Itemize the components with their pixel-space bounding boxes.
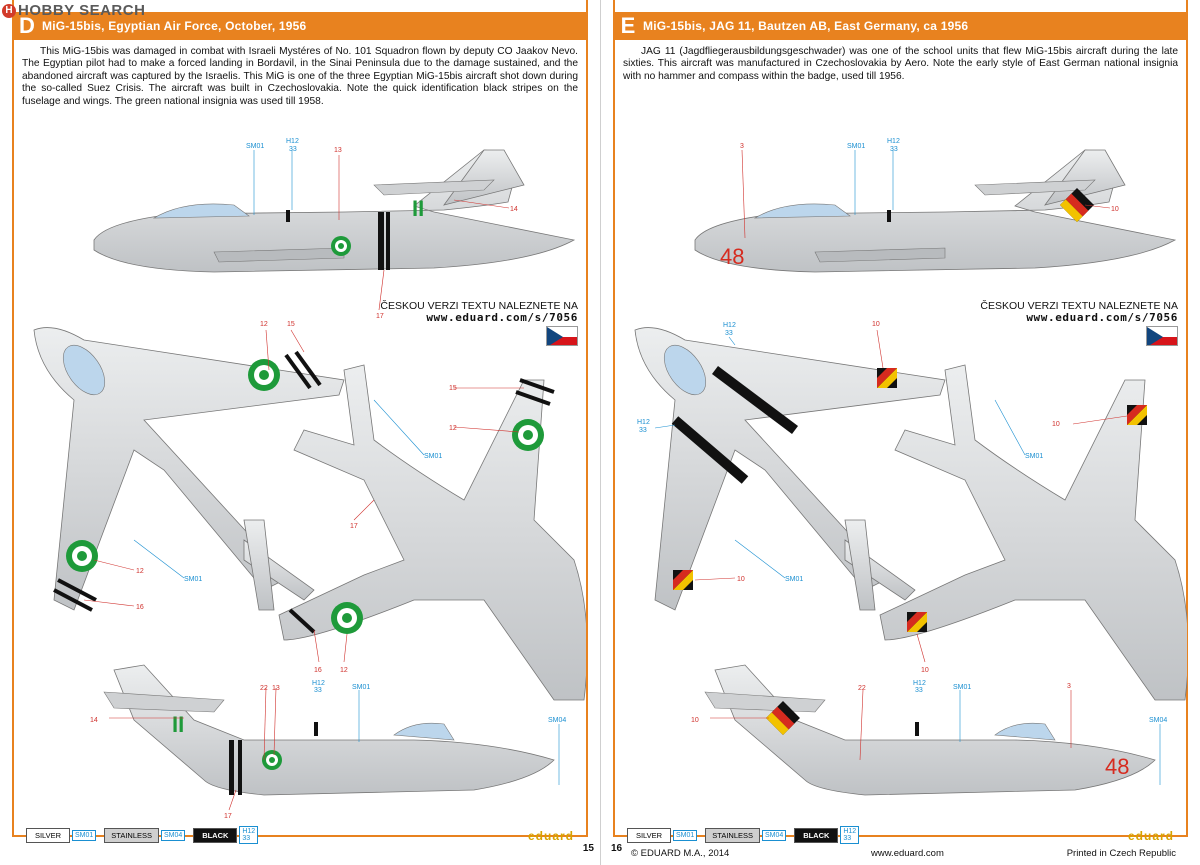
section-header: E MiG-15bis, JAG 11, Bautzen AB, East Ge…	[613, 12, 1188, 40]
page-right: E MiG-15bis, JAG 11, Bautzen AB, East Ge…	[600, 0, 1200, 865]
footer-url[interactable]: www.eduard.com	[871, 848, 944, 859]
legend-silver-code: SM01	[673, 829, 698, 841]
czech-flag-icon	[1146, 326, 1178, 346]
legend-silver: SILVER SM01	[26, 827, 97, 843]
czech-text-note: ČESKOU VERZI TEXTU NALEZNETE NA www.edua…	[980, 300, 1178, 324]
section-title: MiG-15bis, JAG 11, Bautzen AB, East Germ…	[643, 19, 969, 33]
page-number: 16	[611, 843, 623, 854]
legend-black-name: BLACK	[193, 827, 238, 843]
legend-silver: SILVER SM01	[627, 827, 698, 843]
legend-stainless-code: SM04	[762, 829, 787, 841]
aircraft-description: This MiG-15bis was damaged in combat wit…	[22, 46, 578, 107]
legend-silver-code: SM01	[72, 829, 97, 841]
page-frame	[613, 0, 1188, 837]
czech-flag-icon	[546, 326, 578, 346]
page-left: D MiG-15bis, Egyptian Air Force, October…	[12, 0, 594, 854]
footer-copyright: © EDUARD M.A., 2014	[631, 848, 730, 859]
legend-black-code-main: H12	[242, 828, 256, 835]
czech-url-link[interactable]: www.eduard.com/s/7056	[426, 311, 578, 324]
watermark-icon: H	[2, 3, 16, 18]
eduard-logo: eduard	[1127, 829, 1174, 843]
section-letter: E	[620, 13, 636, 38]
legend-black-name: BLACK	[794, 827, 839, 843]
legend-silver-name: SILVER	[627, 827, 671, 843]
czech-line: ČESKOU VERZI TEXTU NALEZNETE NA	[380, 300, 578, 312]
footer-printed: Printed in Czech Republic	[1066, 848, 1176, 859]
legend-black-code-main: H12	[843, 828, 857, 835]
czech-line: ČESKOU VERZI TEXTU NALEZNETE NA	[980, 300, 1178, 312]
legend-stainless-code: SM04	[161, 829, 186, 841]
watermark-text: HOBBY SEARCH	[18, 2, 146, 19]
legend-black-code-sub: 33	[843, 835, 852, 842]
section-letter: D	[19, 13, 35, 38]
legend-silver-name: SILVER	[26, 827, 70, 843]
czech-url-link[interactable]: www.eduard.com/s/7056	[1026, 311, 1178, 324]
legend-stainless-name: STAINLESS	[104, 827, 160, 843]
legend-stainless: STAINLESS SM04	[104, 827, 186, 843]
page-frame	[12, 0, 588, 837]
page-number: 15	[582, 843, 594, 854]
czech-text-note: ČESKOU VERZI TEXTU NALEZNETE NA www.edua…	[380, 300, 578, 324]
watermark: H HOBBY SEARCH	[2, 2, 145, 19]
aircraft-description: JAG 11 (Jagdfliegerausbildungsgeschwader…	[623, 46, 1178, 82]
legend-black-code-sub: 33	[242, 835, 251, 842]
legend-stainless: STAINLESS SM04	[705, 827, 787, 843]
section-header: D MiG-15bis, Egyptian Air Force, October…	[12, 12, 588, 40]
eduard-logo: eduard	[527, 829, 574, 843]
section-title: MiG-15bis, Egyptian Air Force, October, …	[42, 19, 307, 33]
legend-stainless-name: STAINLESS	[705, 827, 761, 843]
